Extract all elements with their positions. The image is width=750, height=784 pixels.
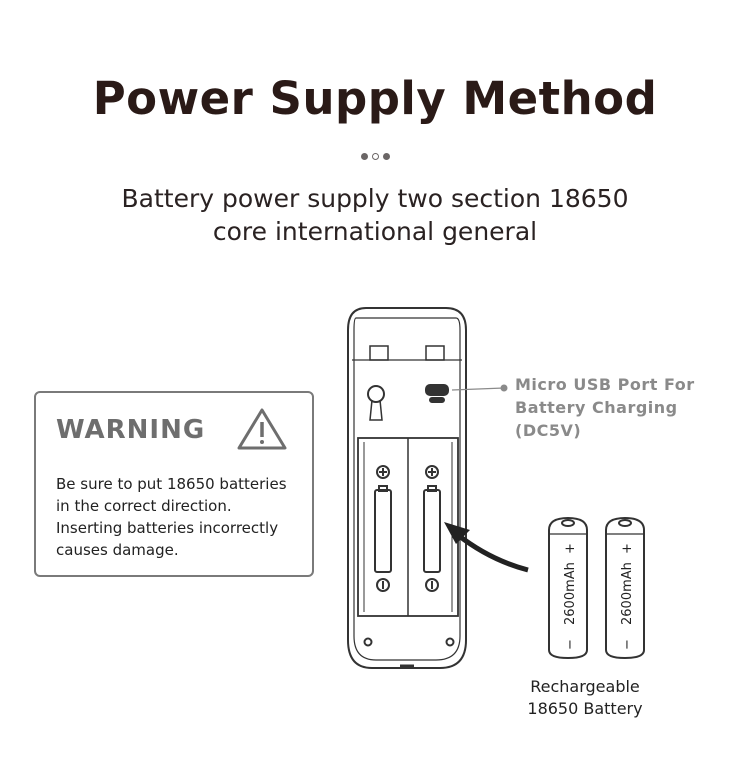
warning-line-1: Be sure to put 18650 batteries: [56, 475, 287, 493]
battery-2-capacity: 2600mAh: [620, 562, 635, 625]
dot-2: [371, 153, 379, 160]
warning-line-4: causes damage.: [56, 541, 179, 559]
usb-label-line-3: (DC5V): [515, 421, 582, 440]
usb-label-line-2: Battery Charging: [515, 398, 678, 417]
warning-box: WARNING Be sure to put 18650 batteries i…: [34, 391, 314, 577]
battery-1: [548, 516, 588, 660]
subtitle-line-1: Battery power supply two section 18650: [121, 184, 629, 213]
insert-arrow: [456, 533, 529, 573]
device-body: [347, 307, 467, 669]
page-subtitle: Battery power supply two section 18650 c…: [0, 182, 750, 248]
warning-title: WARNING: [56, 415, 206, 445]
battery-2-plus: +: [620, 543, 635, 554]
battery-label-line-1: Rechargeable: [530, 677, 640, 696]
subtitle-line-2: core international general: [212, 217, 538, 246]
battery-label: Rechargeable 18650 Battery: [515, 676, 655, 720]
dot-1: [360, 153, 368, 160]
warning-line-3: Inserting batteries incorrectly: [56, 519, 279, 537]
usb-label-line-1: Micro USB Port For: [515, 375, 695, 394]
page-title: Power Supply Method: [92, 72, 658, 125]
warning-message: Be sure to put 18650 batteries in the co…: [56, 473, 311, 561]
battery-label-line-2: 18650 Battery: [527, 699, 643, 718]
battery-1-capacity: 2600mAh: [563, 562, 578, 625]
battery-2: [605, 516, 645, 660]
warning-triangle-icon: [237, 408, 287, 450]
dot-3: [382, 153, 390, 160]
battery-1-plus: +: [563, 543, 578, 554]
battery-2-minus: −: [620, 639, 635, 650]
battery-1-minus: −: [563, 639, 578, 650]
usb-port: [425, 384, 449, 396]
warning-line-2: in the correct direction.: [56, 497, 232, 515]
usb-port-label: Micro USB Port For Battery Charging (DC5…: [515, 373, 695, 442]
pagination-dots: [0, 146, 750, 165]
